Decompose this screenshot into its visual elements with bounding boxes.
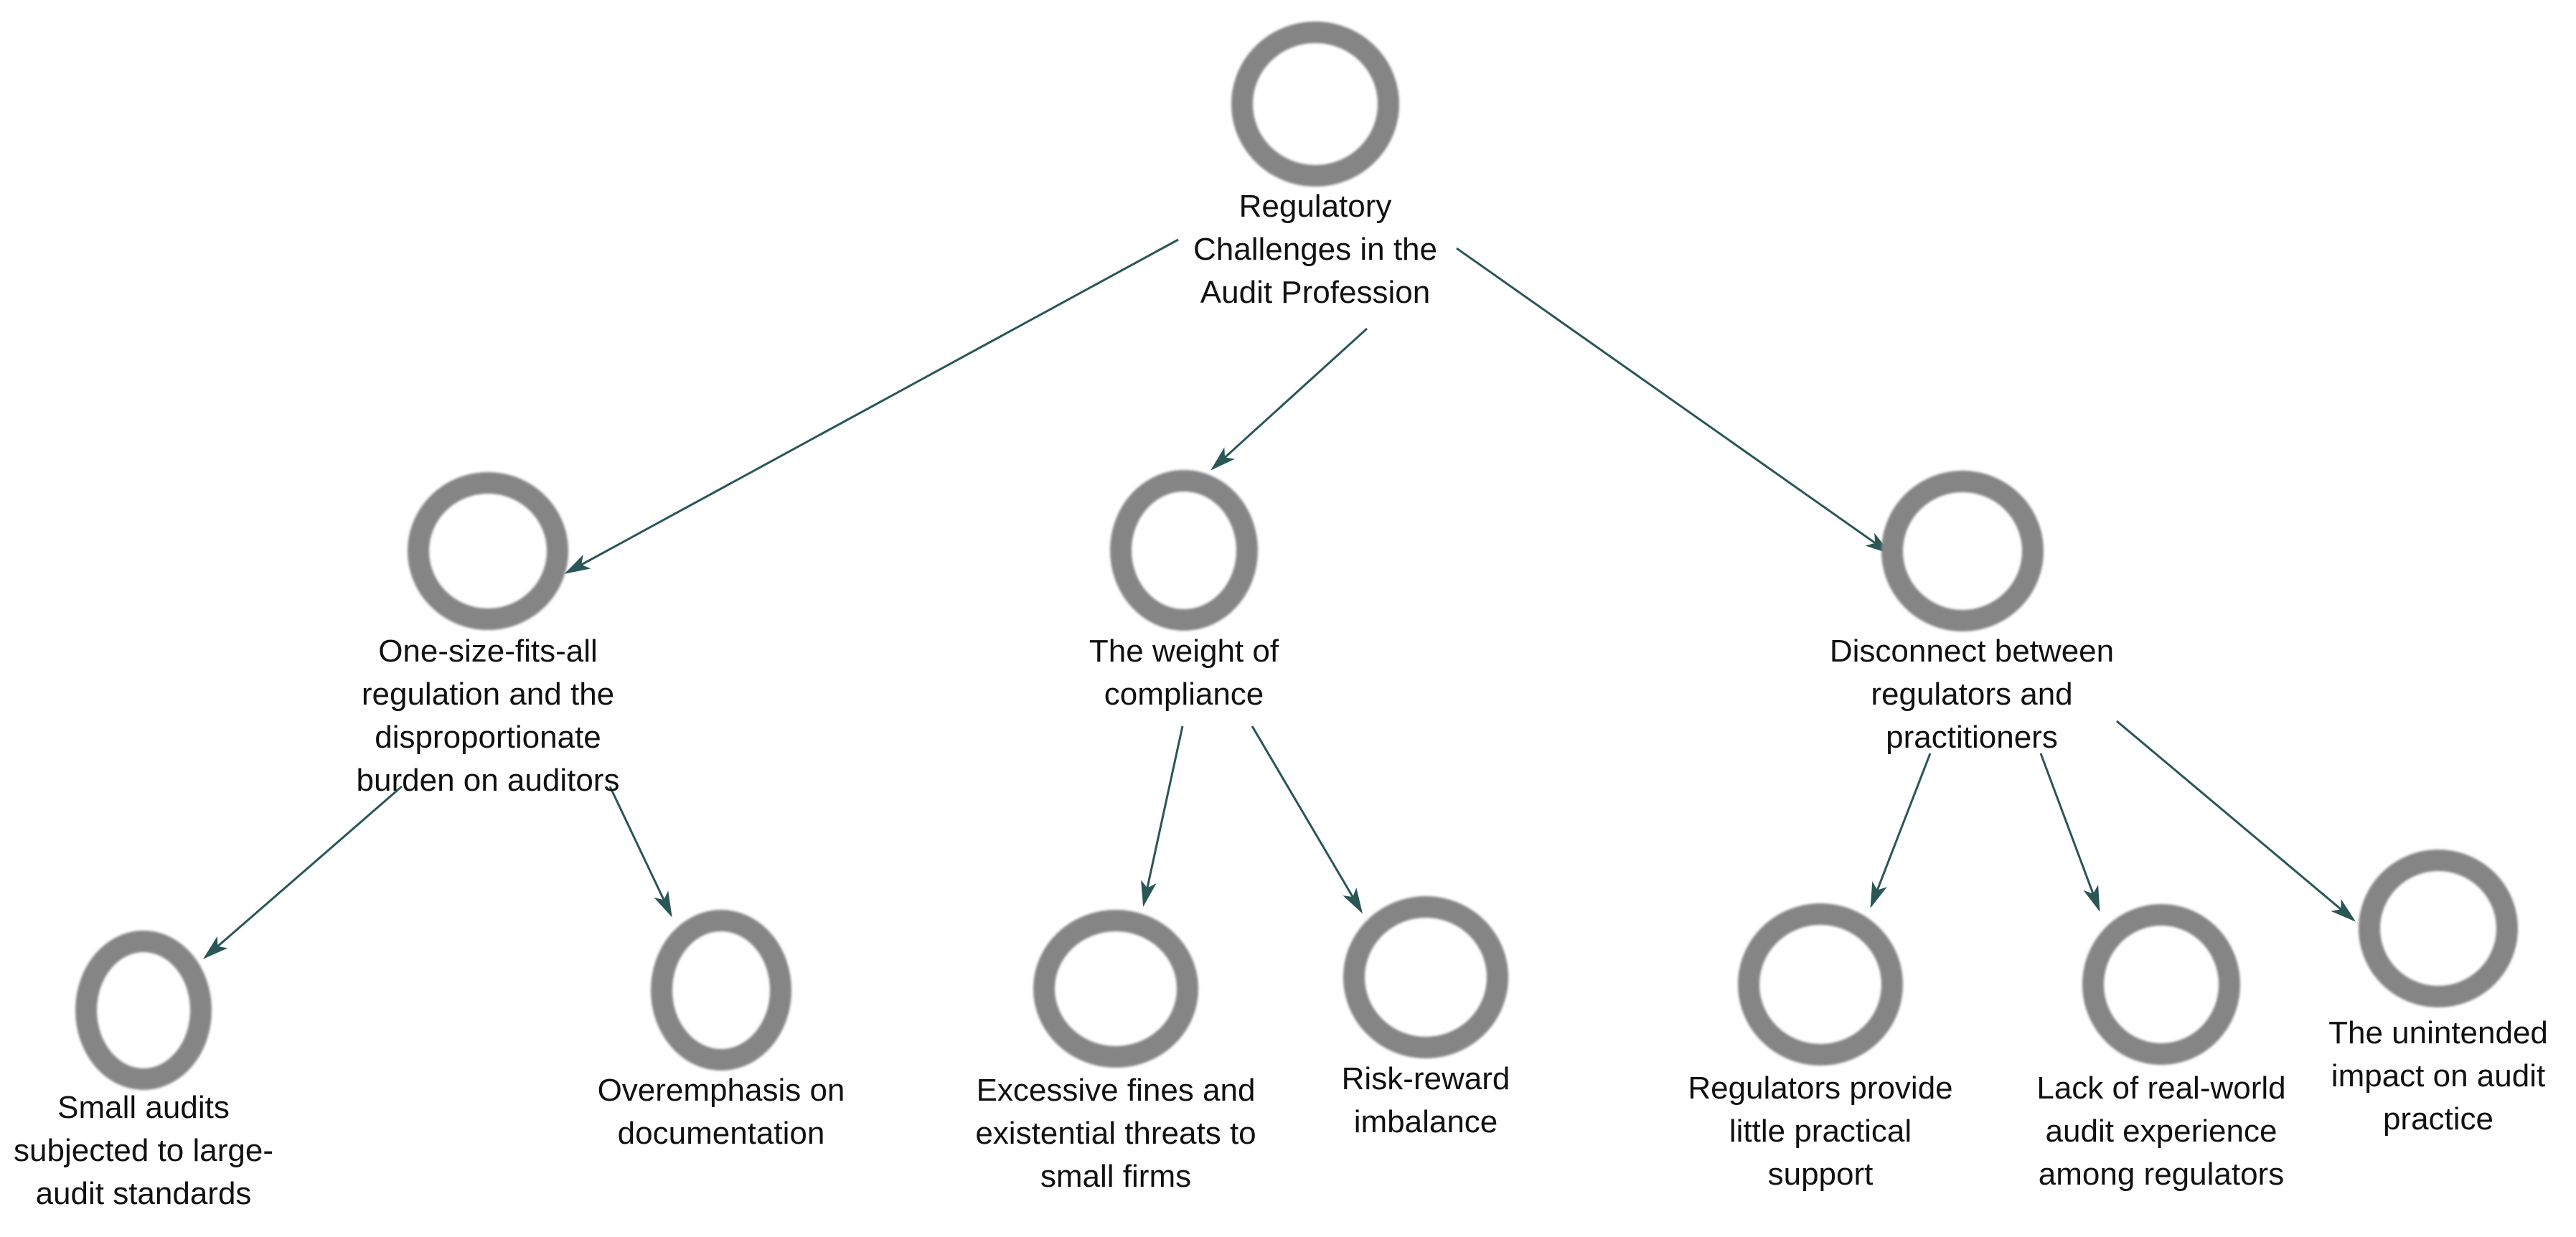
edge-compliance-to-excessive-fines (1141, 725, 1184, 907)
edge-disconnect-to-lack-experience (2039, 753, 2100, 912)
edge-root-to-one-size (564, 238, 1179, 574)
node-compliance-label[interactable]: The weight of compliance (1089, 634, 1279, 712)
node-one-size-label[interactable]: One-size-fits-all regulation and the dis… (356, 634, 620, 798)
edge-layer (202, 238, 2356, 959)
node-overemphasis-label[interactable]: Overemphasis on documentation (597, 1073, 845, 1151)
node-lack-experience-circle[interactable] (2082, 904, 2240, 1065)
edge-root-to-compliance (1211, 327, 1368, 471)
node-lack-experience-label[interactable]: Lack of real-world audit experience amon… (2036, 1071, 2286, 1192)
node-unintended-impact-label[interactable]: The unintended impact on audit practice (2328, 1015, 2548, 1137)
node-little-support-label[interactable]: Regulators provide little practical supp… (1688, 1071, 1953, 1192)
node-one-size-circle[interactable] (408, 472, 568, 630)
node-root-label[interactable]: Regulatory Challenges in the Audit Profe… (1193, 189, 1437, 310)
node-small-audits-label[interactable]: Small audits subjected to large- audit s… (14, 1090, 273, 1211)
node-disconnect-circle[interactable] (1881, 471, 2044, 631)
edge-root-to-disconnect (1456, 247, 1891, 555)
node-layer (75, 22, 2518, 1090)
node-disconnect-label[interactable]: Disconnect between regulators and practi… (1829, 634, 2115, 755)
edge-disconnect-to-unintended-impact (2116, 720, 2356, 922)
edge-one-size-to-small-audits (202, 785, 403, 959)
node-unintended-impact-circle[interactable] (2359, 850, 2518, 1007)
node-excessive-fines-label[interactable]: Excessive fines and existential threats … (975, 1073, 1256, 1194)
node-risk-reward-circle[interactable] (1343, 896, 1508, 1058)
node-excessive-fines-circle[interactable] (1033, 910, 1198, 1068)
node-risk-reward-label[interactable]: Risk-reward imbalance (1341, 1061, 1510, 1139)
edge-disconnect-to-little-support (1870, 753, 1932, 908)
node-root-circle[interactable] (1231, 22, 1399, 187)
node-overemphasis-circle[interactable] (651, 910, 791, 1071)
edge-compliance-to-risk-reward (1251, 725, 1363, 914)
node-small-audits-circle[interactable] (75, 931, 212, 1090)
node-little-support-circle[interactable] (1738, 903, 1903, 1066)
node-compliance-circle[interactable] (1110, 470, 1258, 631)
edge-one-size-to-overemphasis (608, 786, 672, 918)
